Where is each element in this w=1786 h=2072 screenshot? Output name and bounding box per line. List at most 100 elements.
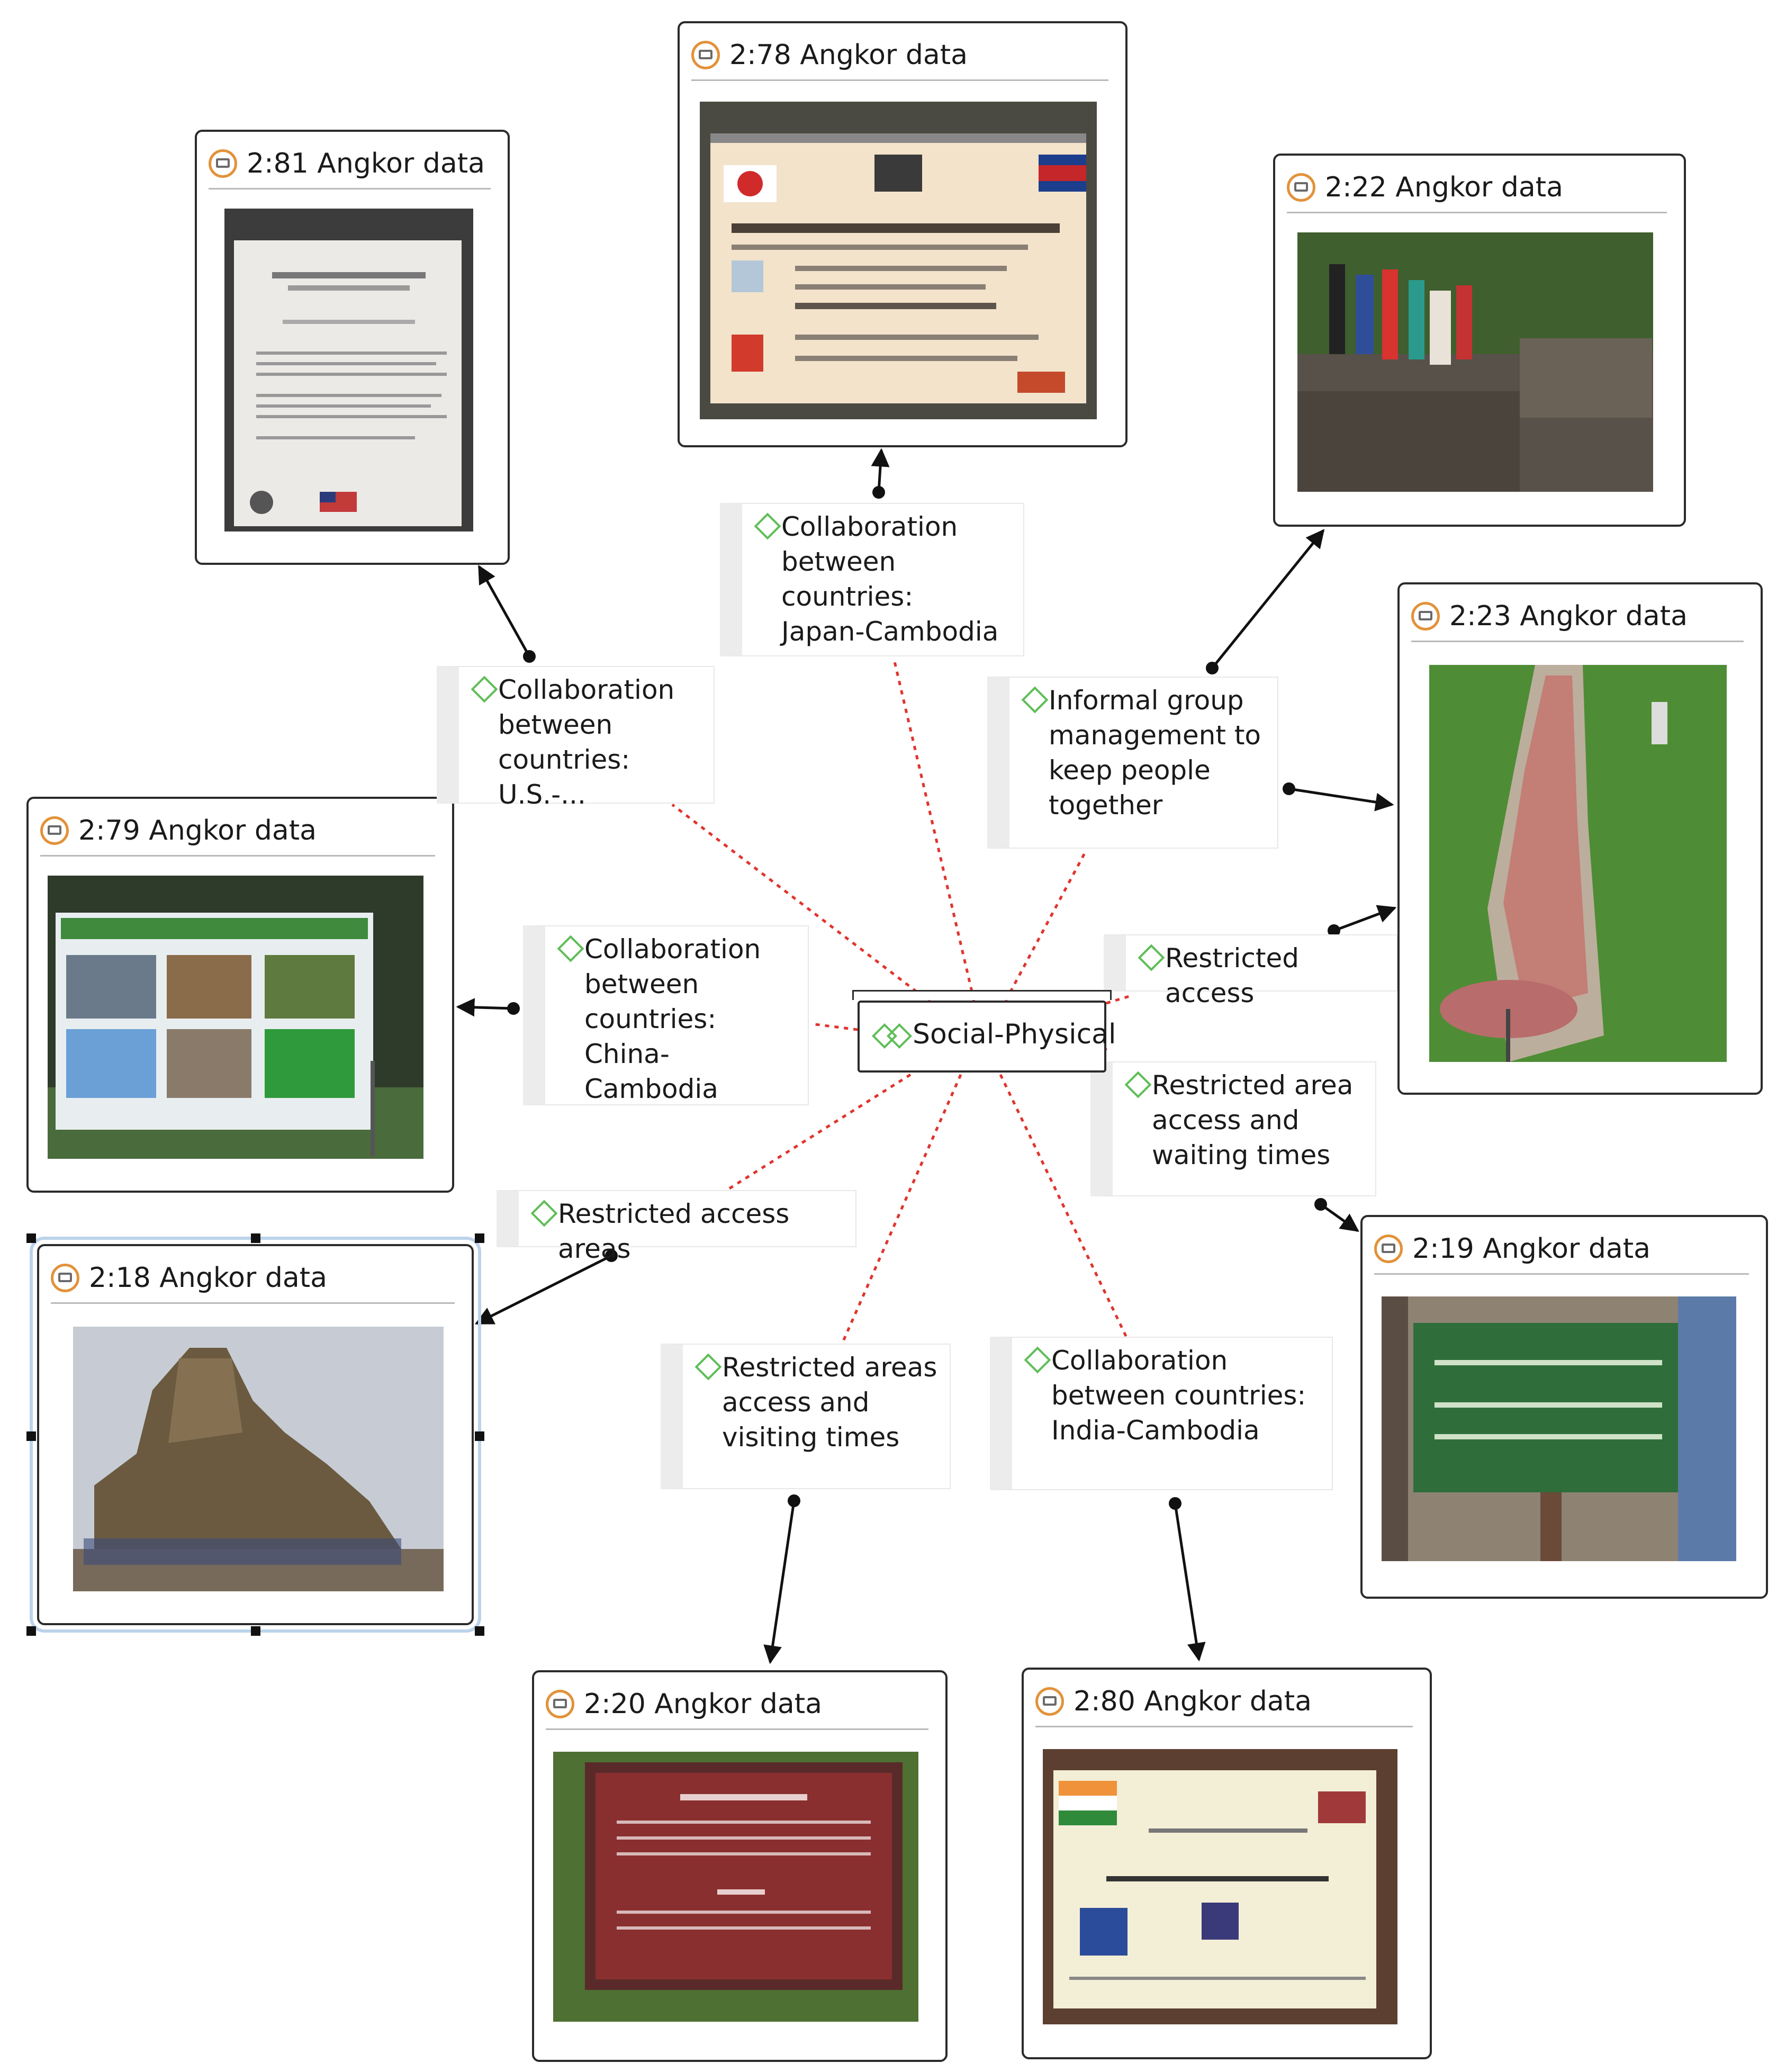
code-label-line: Restricted access (1165, 943, 1299, 1008)
plaque-photo (224, 209, 473, 531)
document-title: 2:80 Angkor data (1074, 1686, 1312, 1717)
code-label-line: Informal group (1049, 685, 1244, 716)
code-label-line: visiting times (722, 1422, 900, 1453)
link-center-restricted (1106, 994, 1133, 1005)
code-label-line: Cambodia (584, 1074, 718, 1104)
document-title: 2:22 Angkor data (1325, 172, 1563, 203)
image-document-icon (1411, 602, 1440, 630)
code-label-line: Collaboration (498, 674, 675, 705)
code-node-china-cambodia[interactable]: Collaboration between countries: China- … (523, 925, 809, 1105)
link-center-informal (1004, 851, 1087, 1002)
code-diamond-icon (530, 1200, 558, 1227)
document-node-2-19[interactable]: 2:19 Angkor data (1360, 1215, 1768, 1599)
code-label-line: between countries: (781, 546, 914, 612)
code-diamond-icon (1021, 686, 1049, 714)
link-center-areas (724, 1073, 912, 1193)
code-label-line: Collaboration (781, 511, 958, 542)
arrow-waiting-2-19 (1320, 1203, 1359, 1232)
arrow-china-2-79 (456, 998, 514, 1017)
code-label-line: access and (1152, 1105, 1300, 1136)
image-document-icon (51, 1264, 79, 1292)
image-document-icon (1374, 1235, 1403, 1263)
code-label-line: management to (1049, 720, 1261, 751)
document-title: 2:20 Angkor data (584, 1688, 822, 1720)
document-title: 2:79 Angkor data (78, 815, 317, 846)
code-label-line: Collaboration (584, 934, 761, 965)
image-document-icon (1287, 173, 1315, 202)
notice-plaque-photo (553, 1752, 918, 2022)
image-document-icon (209, 149, 237, 178)
link-center-china (815, 1023, 858, 1031)
code-node-restricted-access-areas[interactable]: Restricted access areas (497, 1190, 856, 1264)
document-node-2-22[interactable]: 2:22 Angkor data (1273, 154, 1686, 527)
code-node-restricted-area-waiting[interactable]: Restricted area access and waiting times (1090, 1061, 1376, 1196)
code-node-japan-cambodia[interactable]: Collaboration between countries: Japan-C… (720, 503, 1024, 656)
code-node-india-cambodia[interactable]: Collaboration between countries: India-C… (990, 1337, 1333, 1490)
arrow-india-2-80 (1174, 1503, 1206, 1662)
document-node-2-80[interactable]: 2:80 Angkor data (1022, 1668, 1432, 2059)
document-title: 2:81 Angkor data (247, 148, 485, 179)
document-node-2-81[interactable]: 2:81 Angkor data (195, 130, 510, 565)
info-board-photo (48, 876, 423, 1159)
code-label-line: between (584, 969, 699, 999)
code-label-line: Restricted area (1152, 1070, 1354, 1101)
code-label-line: Japan-Cambodia (781, 616, 999, 647)
code-label-line: countries: China- (584, 1004, 717, 1069)
code-node-restricted-access[interactable]: Restricted access (1104, 934, 1397, 1008)
code-diamond-icon (754, 512, 781, 540)
code-diamond-icon (694, 1353, 722, 1381)
code-diamond-icon (1138, 944, 1165, 971)
code-label-line: Collaboration (1051, 1345, 1228, 1376)
code-label-line: Restricted areas (722, 1352, 937, 1383)
arrow-restricted-2-23 (1333, 905, 1397, 932)
document-node-2-20[interactable]: 2:20 Angkor data (532, 1670, 948, 2062)
code-node-informal-group[interactable]: Informal group management to keep people… (987, 677, 1278, 849)
document-title: 2:18 Angkor data (89, 1262, 327, 1294)
document-node-2-78[interactable]: 2:78 Angkor data (678, 21, 1127, 447)
code-diamond-icon (471, 675, 498, 703)
code-group-icon (886, 1023, 913, 1049)
waiting-sign-photo (1382, 1296, 1736, 1561)
image-document-icon (546, 1690, 574, 1718)
link-center-visiting (840, 1074, 962, 1346)
document-title: 2:19 Angkor data (1412, 1233, 1650, 1265)
document-node-2-23[interactable]: 2:23 Angkor data (1397, 582, 1763, 1095)
document-title: 2:23 Angkor data (1449, 600, 1688, 632)
code-diamond-icon (1124, 1071, 1152, 1098)
code-diamond-icon (557, 935, 584, 962)
code-label-line: between countries: (1051, 1380, 1306, 1411)
center-code-node[interactable]: Social-Physical (852, 990, 1116, 1073)
code-label-line: together (1049, 790, 1163, 821)
code-label-line: Restricted access areas (558, 1199, 790, 1264)
temple-tower-photo (73, 1327, 444, 1591)
signboard-photo (700, 102, 1097, 419)
india-cambodia-sign-photo (1043, 1749, 1397, 2024)
code-label-line: waiting times (1152, 1140, 1331, 1170)
code-label-line: keep people (1049, 755, 1211, 786)
image-document-icon (1035, 1687, 1064, 1716)
document-node-2-79[interactable]: 2:79 Angkor data (26, 797, 454, 1193)
image-document-icon (691, 41, 720, 69)
code-node-restricted-areas-visiting[interactable]: Restricted areas access and visiting tim… (661, 1344, 951, 1489)
arrow-us-2-81 (477, 564, 531, 657)
link-center-india (999, 1074, 1129, 1340)
arrow-japan-2-78 (871, 448, 890, 493)
arrow-visiting-2-20 (763, 1500, 796, 1664)
code-label-line: access and (722, 1387, 870, 1418)
crowd-on-ruins-photo (1297, 232, 1653, 492)
code-label-line: India-Cambodia (1051, 1415, 1260, 1446)
code-diamond-icon (1024, 1346, 1051, 1374)
link-center-us (671, 804, 933, 1004)
arrow-informal-2-23 (1288, 787, 1394, 812)
image-document-icon (40, 816, 69, 845)
arrow-areas-2-18 (474, 1254, 612, 1325)
code-node-us-cambodia[interactable]: Collaboration between countries: U.S.-..… (437, 666, 715, 810)
code-label-line: between (498, 709, 613, 740)
arrow-informal-2-22 (1211, 529, 1325, 669)
document-node-2-18[interactable]: 2:18 Angkor data (26, 1233, 484, 1636)
code-label-line: countries: U.S.-... (498, 744, 630, 810)
queue-aerial-photo (1429, 665, 1727, 1062)
center-code-label: Social-Physical (913, 1019, 1116, 1050)
